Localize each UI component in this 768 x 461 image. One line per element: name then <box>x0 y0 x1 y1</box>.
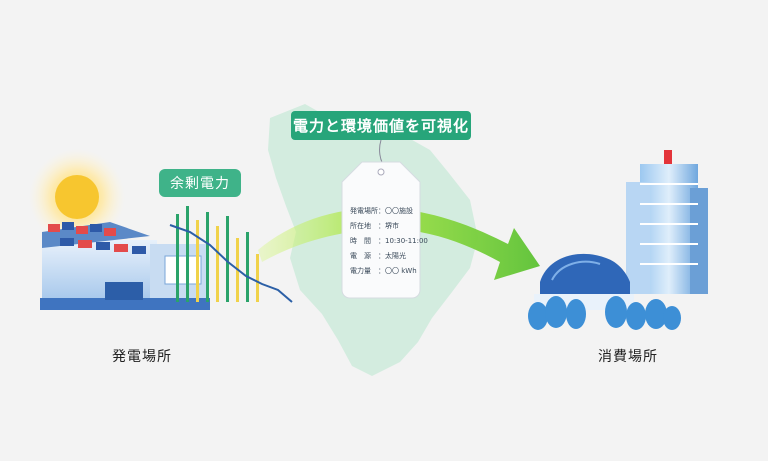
origin-label: 発電場所 <box>112 349 172 365</box>
tag-row: 発電場所：〇〇施設 <box>350 207 413 215</box>
destination-label: 消費場所 <box>598 349 658 365</box>
tag-row: 時 間 ：10:30-11:00 <box>350 237 428 245</box>
info-tag <box>341 161 421 299</box>
tag-row: 電力量 ：〇〇 kWh <box>350 267 417 275</box>
surplus-power-label: 余剰電力 <box>159 169 241 197</box>
factory-icon <box>40 222 210 310</box>
trees-icon <box>528 296 681 330</box>
flow-arrow <box>258 207 540 280</box>
tag-row: 所在地 ：堺市 <box>350 222 399 230</box>
title-banner: 電力と環境価値を可視化 <box>291 111 471 140</box>
office-tower-icon <box>626 150 708 294</box>
surplus-power-chart <box>169 206 293 303</box>
tag-row: 電 源 ：太陽光 <box>350 252 406 260</box>
